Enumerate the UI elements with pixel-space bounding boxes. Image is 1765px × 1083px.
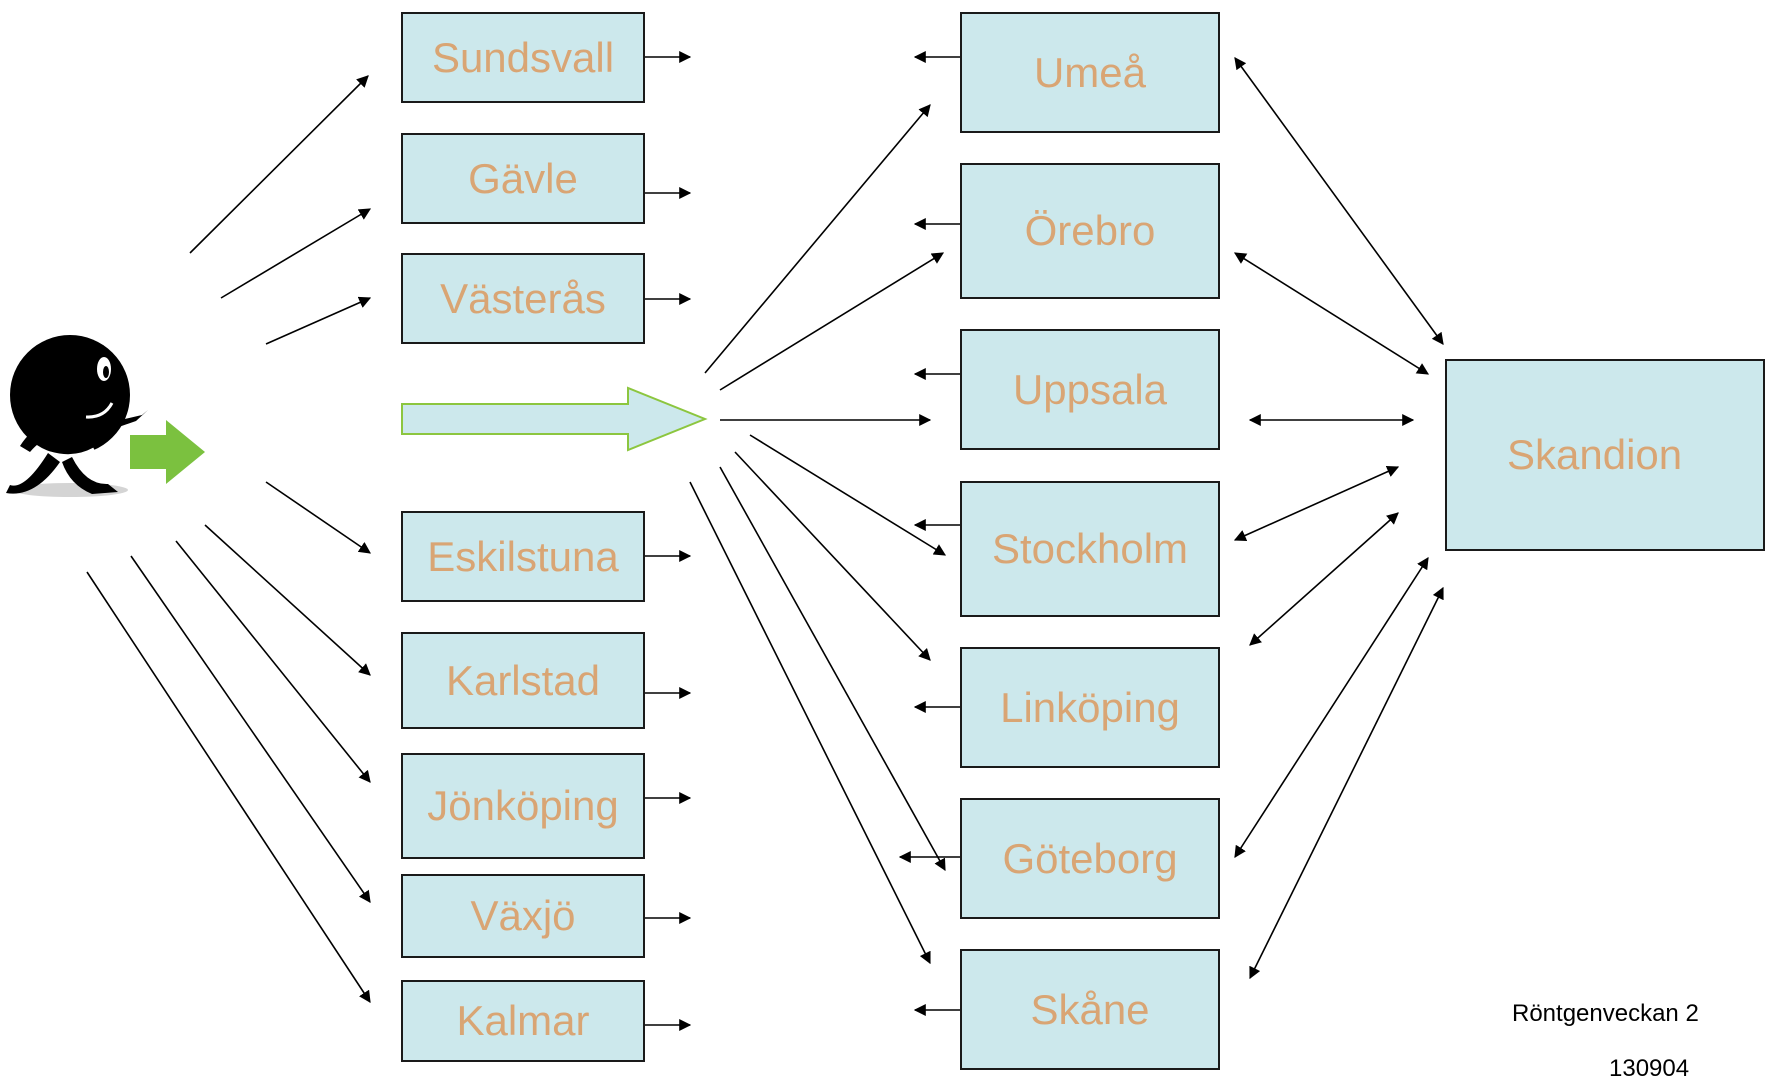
arrow-to-karlstad: [204, 524, 371, 676]
arrow-to-vaxjo: [130, 555, 371, 903]
node-gavle: Gävle: [401, 133, 645, 224]
node-stockholm: Stockholm: [960, 481, 1220, 617]
link-skane-skandion: [1249, 586, 1444, 980]
arrow-to-linkoping: [734, 451, 931, 661]
node-label: Skandion: [1507, 431, 1683, 478]
node-label: Jönköping: [427, 782, 619, 829]
arrow-to-sundsvall: [189, 75, 369, 254]
connector-layer: [6, 51, 1444, 1031]
arrow-to-gavle: [220, 208, 372, 299]
node-vaxjo: Växjö: [401, 874, 645, 958]
running-man-pointing-icon: [6, 335, 148, 497]
footer-date: 130904: [1609, 1055, 1690, 1082]
node-orebro: Örebro: [960, 163, 1220, 299]
link-linkoping-skandion: [1249, 512, 1399, 646]
node-label: Uppsala: [1012, 365, 1168, 413]
node-label: Skåne: [1030, 985, 1150, 1033]
node-umea: Umeå: [960, 12, 1220, 133]
arrow-to-orebro: [719, 252, 945, 391]
node-jonkoping: Jönköping: [401, 753, 645, 859]
node-sundsvall: Sundsvall: [401, 12, 645, 103]
node-goteborg: Göteborg: [960, 798, 1220, 919]
node-eskilstuna: Eskilstuna: [401, 511, 645, 602]
node-label: Växjö: [470, 892, 576, 939]
node-label: Göteborg: [1002, 834, 1178, 882]
node-linkoping: Linköping: [960, 647, 1220, 768]
footer-title: Röntgenveckan 2: [1512, 1000, 1699, 1027]
arrow-to-umea: [704, 104, 931, 374]
arrow-to-eskilstuna: [265, 481, 371, 554]
node-karlstad: Karlstad: [401, 632, 645, 729]
link-stockholm-skandion: [1233, 465, 1400, 542]
node-vasteras: Västerås: [401, 253, 645, 344]
node-label: Linköping: [1000, 683, 1180, 731]
node-label: Eskilstuna: [427, 532, 619, 580]
node-label: Örebro: [1024, 207, 1156, 254]
link-umea-skandion: [1234, 57, 1444, 345]
arrow-to-goteborg: [719, 466, 946, 872]
node-skandion: Skandion: [1445, 359, 1765, 551]
node-label: Gävle: [468, 154, 578, 202]
node-label: Stockholm: [991, 525, 1189, 572]
diagram-canvas: Sundsvall Gävle Västerås Eskilstuna Karl…: [6, 12, 1765, 1082]
node-label: Kalmar: [456, 997, 590, 1044]
arrow-to-skane: [689, 481, 931, 965]
node-uppsala: Uppsala: [960, 329, 1220, 450]
process-arrow-icon: [401, 386, 708, 452]
node-label: Karlstad: [445, 656, 601, 704]
arrow-to-kalmar: [86, 571, 371, 1004]
link-orebro-skandion: [1233, 252, 1430, 375]
arrow-to-stockholm: [749, 434, 947, 556]
arrow-to-jonkoping: [175, 540, 371, 783]
node-label: Västerås: [440, 274, 606, 322]
green-arrow-icon: [130, 420, 205, 484]
node-kalmar: Kalmar: [401, 980, 645, 1062]
node-label: Sundsvall: [431, 33, 615, 81]
node-label: Umeå: [1033, 48, 1147, 96]
arrow-to-vasteras: [265, 296, 372, 345]
node-skane: Skåne: [960, 949, 1220, 1070]
